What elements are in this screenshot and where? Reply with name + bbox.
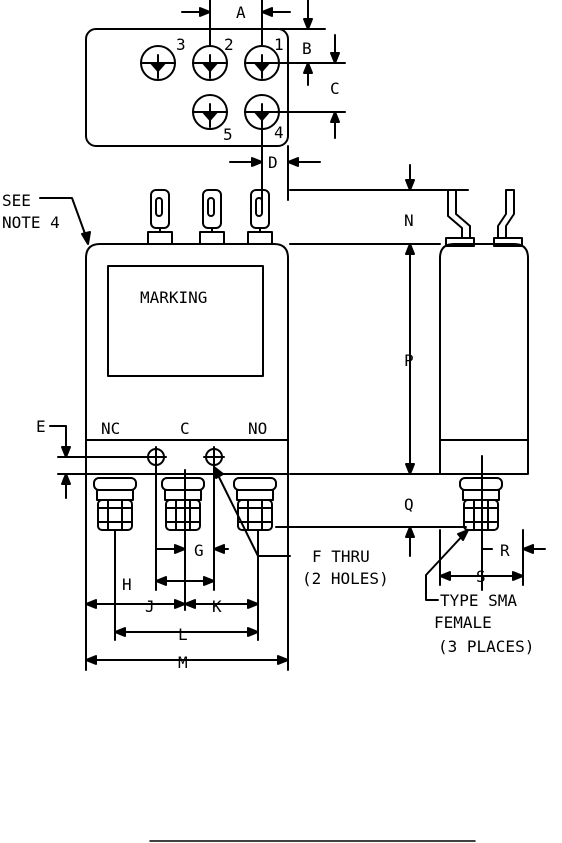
sma-connector-c-icon bbox=[161, 477, 205, 531]
dim-n-p-q-lines bbox=[275, 164, 469, 557]
dim-p-label: P bbox=[404, 351, 414, 370]
dim-m-lines bbox=[85, 655, 289, 665]
dim-s-label: S bbox=[476, 567, 486, 586]
dim-q-label: Q bbox=[404, 495, 414, 514]
terminal-no-label: NO bbox=[248, 419, 267, 438]
side-body-outline bbox=[439, 243, 529, 475]
dim-g-lines bbox=[155, 544, 229, 554]
sma-connector-nc-icon bbox=[93, 477, 137, 531]
dim-d-label: D bbox=[268, 153, 278, 172]
dim-h-lines bbox=[155, 576, 215, 586]
sma-line2: FEMALE bbox=[434, 613, 492, 632]
terminal-c-label: C bbox=[180, 419, 190, 438]
pin-3-label: 3 bbox=[176, 35, 186, 54]
f-thru-line1: F THRU bbox=[312, 547, 370, 566]
sma-line1: TYPE SMA bbox=[440, 591, 517, 610]
top-view-outline bbox=[85, 28, 289, 147]
see-note-leader bbox=[39, 197, 89, 243]
see-note-line1: SEE bbox=[2, 191, 31, 210]
dim-h-label: H bbox=[122, 575, 132, 594]
dim-d-lines bbox=[229, 127, 321, 201]
marking-text: MARKING bbox=[140, 288, 207, 307]
pin-4-label: 4 bbox=[274, 123, 284, 142]
f-thru-line2: (2 HOLES) bbox=[302, 569, 389, 588]
side-terminals bbox=[445, 189, 523, 247]
type-sma-leader bbox=[425, 531, 467, 601]
solder-terminals bbox=[147, 189, 273, 245]
dim-c-label: C bbox=[330, 79, 340, 98]
front-body-outline bbox=[85, 243, 289, 475]
dim-b-label: B bbox=[302, 39, 312, 58]
dim-e-label: E bbox=[36, 417, 46, 436]
sma-connector-no-icon bbox=[233, 477, 277, 531]
sma-line3: (3 PLACES) bbox=[438, 637, 534, 656]
f-thru-leader bbox=[213, 466, 291, 557]
pin-2-icon bbox=[192, 45, 228, 81]
terminal-nc-label: NC bbox=[101, 419, 120, 438]
see-note-line2: NOTE 4 bbox=[2, 213, 60, 232]
dim-n-label: N bbox=[404, 211, 414, 230]
pin-5-icon bbox=[192, 94, 228, 130]
dim-l-lines bbox=[114, 627, 259, 637]
dim-k-label: K bbox=[212, 597, 222, 616]
dim-m-label: M bbox=[178, 653, 188, 672]
dim-j-label: J bbox=[145, 597, 155, 616]
pin-1-label: 1 bbox=[274, 35, 284, 54]
dim-s-lines bbox=[439, 571, 524, 581]
dim-l-label: L bbox=[178, 625, 188, 644]
dim-g-label: G bbox=[194, 541, 204, 560]
pin-3-icon bbox=[140, 45, 176, 81]
dim-a-lines bbox=[181, 0, 291, 46]
pin-5-label: 5 bbox=[223, 125, 233, 144]
dim-e-lines bbox=[49, 425, 147, 499]
marking-box bbox=[107, 265, 264, 377]
dim-r-lines bbox=[481, 544, 546, 554]
dim-r-label: R bbox=[500, 541, 510, 560]
pin-4-icon bbox=[244, 94, 280, 130]
dim-a-label: A bbox=[236, 3, 246, 22]
pin-2-label: 2 bbox=[224, 35, 234, 54]
dim-b-c-lines bbox=[279, 0, 346, 139]
dim-j-k-lines bbox=[85, 599, 259, 609]
